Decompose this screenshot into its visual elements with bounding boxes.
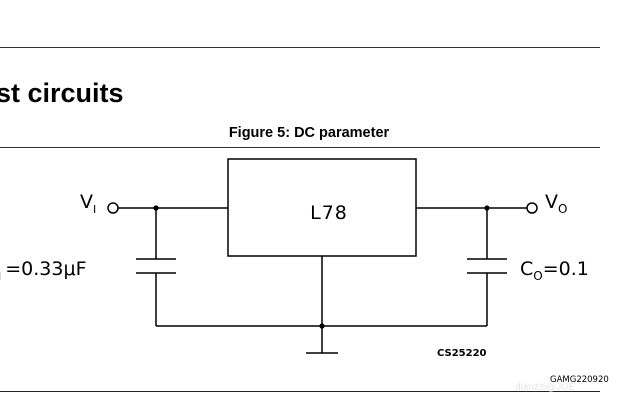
input-terminal [107, 202, 119, 214]
watermark: dianziti@JUE [515, 382, 576, 393]
section-heading: st circuits [0, 78, 124, 108]
figure-caption: Figure 5: DC parameter [228, 125, 390, 141]
regulator-label: L78 [310, 202, 348, 224]
output-voltage-label: VO [545, 191, 567, 216]
doc-code: GAMG220920 [550, 375, 609, 385]
figure-code: CS25220 [437, 348, 487, 359]
caption-rule [0, 147, 600, 148]
output-terminal [526, 202, 538, 214]
output-junction-dot [484, 205, 490, 211]
output-capacitor-label: CO=0.1 [520, 258, 589, 283]
input-voltage-label: VI [80, 191, 96, 216]
bottom-rule [0, 391, 600, 392]
ground-junction-dot [319, 323, 325, 329]
input-capacitor-label: I=0.33μF [0, 258, 87, 283]
top-rule [0, 47, 600, 48]
circuit-diagram: L78 VI VO I=0.33μF CO=0.1 CS25220 GAMG22… [0, 158, 609, 385]
input-junction-dot [153, 205, 159, 211]
